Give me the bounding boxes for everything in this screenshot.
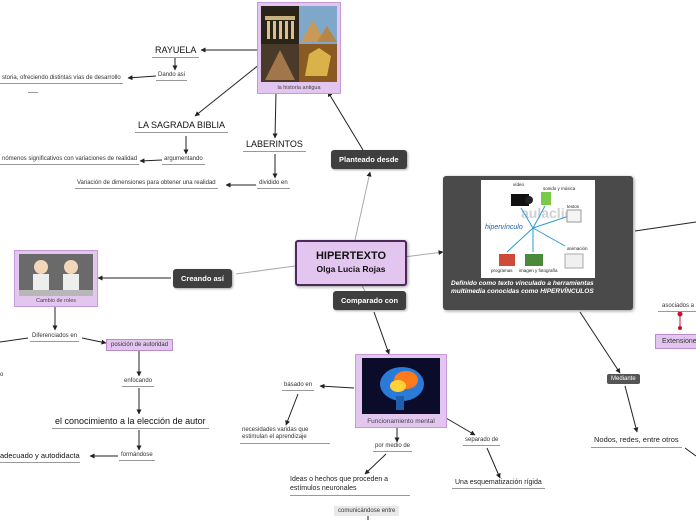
animacion-label: animación	[567, 246, 588, 251]
historia-desarrollo-node[interactable]: storia, ofreciendo distintas vías de des…	[0, 75, 123, 84]
sonido-label: sonido y música	[543, 186, 576, 191]
brain-caption: Funcionamiento mental	[367, 418, 435, 425]
enfocando-node[interactable]: enfocando	[122, 378, 155, 387]
fenomenos-node[interactable]: nómenos significativos con variaciones d…	[0, 156, 140, 165]
dando-asi-node[interactable]: Dando asi	[156, 72, 188, 81]
imagen-label: imagen y fotografía	[519, 268, 558, 273]
mediante-node[interactable]: Mediante	[607, 374, 640, 384]
planteado-desde-node[interactable]: Planteado desde	[331, 150, 407, 169]
ancient-history-image	[261, 6, 337, 82]
roles-image	[19, 254, 93, 296]
hipervinculo-label: hipervínculo	[485, 224, 523, 231]
historia-antigua-node[interactable]: la historia antigua	[257, 2, 341, 94]
ideas-node[interactable]: Ideas o hechos que proceden a estímulos …	[290, 475, 410, 496]
o-node[interactable]: o	[0, 372, 4, 378]
brain-image	[362, 358, 440, 414]
adecuado-node[interactable]: adecuado y autodidacta	[0, 451, 80, 463]
basado-en-node[interactable]: basado en	[282, 382, 315, 391]
central-subtitle: Olga Lucia Rojas	[316, 264, 386, 274]
por-medio-de-node[interactable]: por medio de	[373, 443, 413, 452]
dividido-en-node[interactable]: dividido en	[257, 180, 290, 189]
esquematizacion-node[interactable]: Una esquematización rígida	[452, 479, 545, 489]
funcionamiento-mental-node[interactable]: Funcionamiento mental	[355, 354, 447, 428]
video-label: vídeo	[513, 182, 525, 187]
variacion-node[interactable]: Variación de dimensiones para obtener un…	[75, 180, 218, 189]
extensiones-node[interactable]: Extensione	[655, 334, 696, 349]
rayuela-node[interactable]: RAYUELA	[152, 45, 200, 58]
hipervinculos-caption: Definido como texto vinculado a herramie…	[451, 280, 594, 295]
nodos-redes-node[interactable]: Nodos, redes, entre otros	[591, 435, 682, 448]
laberintos-node[interactable]: LABERINTOS	[243, 139, 306, 152]
cambio-de-roles-node[interactable]: Cambio de roles	[14, 250, 98, 307]
necesidades-node[interactable]: necesidades varidas que estimulan el apr…	[240, 427, 330, 444]
argumentando-node[interactable]: argumentando	[162, 156, 205, 165]
separado-de-node[interactable]: separado de	[463, 437, 501, 446]
comparado-con-node[interactable]: Comparado con	[333, 291, 407, 310]
hypermedia-arrows	[499, 192, 584, 269]
hipervinculos-node[interactable]: aulaclic vídeo sonido y mús	[443, 176, 633, 310]
historia-caption: la historia antigua	[277, 85, 321, 91]
roles-caption: Cambio de roles	[35, 298, 77, 304]
formandose-node[interactable]: formándose	[119, 452, 155, 461]
posicion-autoridad-node[interactable]: posición de autoridad	[106, 339, 174, 351]
hypermedia-diagram-image: aulaclic vídeo sonido y mús	[481, 180, 595, 278]
sagrada-biblia-node[interactable]: LA SAGRADA BIBLIA	[135, 120, 229, 133]
creando-asi-node[interactable]: Creando así	[173, 269, 232, 288]
historia-sub-line	[28, 92, 38, 93]
central-title: HIPERTEXTO	[315, 250, 387, 262]
diferenciados-en-node[interactable]: Diferenciados en	[30, 333, 80, 342]
conocimiento-node[interactable]: el conocimiento a la elección de autor	[52, 416, 209, 429]
comunicandose-node[interactable]: comunicándose entre	[334, 506, 400, 516]
textos-label: textos	[567, 204, 580, 209]
central-topic[interactable]: HIPERTEXTO Olga Lucia Rojas	[295, 240, 407, 286]
asociados-a-node[interactable]: asociados a	[658, 303, 696, 312]
programas-label: programas	[491, 268, 513, 273]
aulaclic-watermark: aulaclic	[521, 205, 573, 221]
